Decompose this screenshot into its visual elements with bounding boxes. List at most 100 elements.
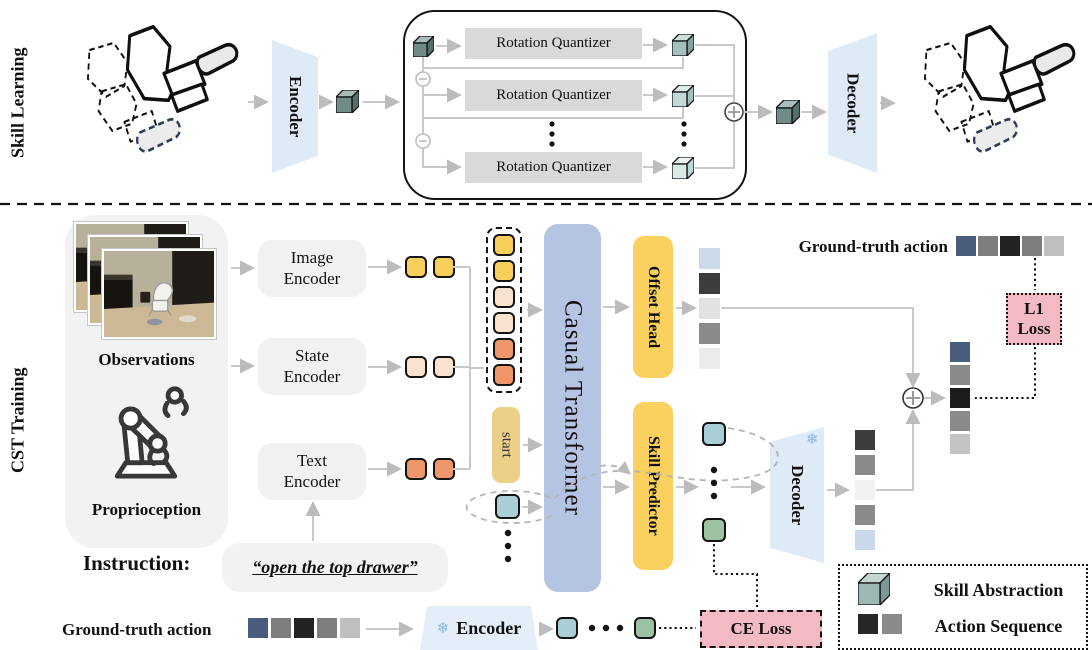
token-stack [486,227,522,393]
text-token [405,458,427,480]
robot-arm-icon [114,386,189,479]
start-token-label: start [498,432,515,458]
frozen-decoder-label: Decoder [788,464,807,526]
decoder-output-square [855,530,875,550]
encoded-skill-token-n [634,617,656,639]
legend-action-sequence-label: Action Sequence [934,616,1063,636]
predicted-action-square [950,365,970,385]
decoder-output-square [855,505,875,525]
offset-output-square [699,323,720,344]
sequence-token [493,234,515,256]
image-encoder-block: Image Encoder [258,240,366,297]
decoder-output-square [855,480,875,500]
text-token [433,458,455,480]
ce-loss-block: CE Loss [700,610,822,648]
skill-abstraction-cube-icon [856,571,892,610]
skill-input-token [495,494,520,519]
ground-truth-square [271,618,291,638]
snowflake-icon: ❄ [436,619,450,637]
decoder-output-square [855,455,875,475]
state-token [433,356,455,378]
frozen-encoder-block: ❄ Encoder [420,606,538,650]
image-token-row [405,256,455,278]
decoder-output-square [855,430,875,450]
state-token [405,356,427,378]
predicted-action-column [950,342,970,454]
ground-truth-bottom-label: Ground-truth action [62,620,212,639]
gripper-sketch-left [87,24,239,153]
cst-training-section-label: CST Training [7,367,28,473]
ground-truth-square [1022,236,1042,256]
casual-transformer-label: Casual Transformer [559,300,587,516]
quantized-cube-1-icon [670,32,696,61]
instruction-label: Instruction: [83,551,191,575]
text-encoder-block: Text Encoder [258,443,366,500]
frozen-decoder-block: Decoder [770,427,824,563]
ground-truth-square [1044,236,1064,256]
predicted-action-square [950,434,970,454]
ground-truth-square [317,618,337,638]
ground-truth-square [956,236,976,256]
l1-loss-block: L1 Loss [1006,293,1062,345]
encoded-skill-token-1 [556,617,578,639]
offset-head-label: Offset Head [645,265,662,349]
ground-truth-square [294,618,314,638]
predicted-skill-token-1 [702,422,726,446]
start-token: start [492,407,520,483]
image-token [433,256,455,278]
offset-output-square [699,298,720,319]
predicted-skill-token-n [702,518,726,542]
legend-action-square [882,614,902,634]
sequence-token [493,260,515,282]
sequence-token [493,312,515,334]
skill-decoder-label: Decoder [843,72,863,134]
offset-output-square [699,348,720,369]
ground-truth-square [340,618,360,638]
skill-latent-cube-icon [334,88,361,118]
frozen-encoder-label: Encoder [456,617,522,638]
quantized-cube-2-icon [670,83,696,112]
instruction-text: “open the top drawer” [252,557,418,577]
observations-label: Observations [98,350,195,369]
offset-output-square [699,248,720,269]
ground-truth-top-row [956,236,1064,256]
proprioception-label: Proprioception [91,500,202,519]
offset-output-column [699,248,720,369]
state-token-row [405,356,455,378]
quantized-cube-3-icon [670,155,696,184]
summed-skill-cube-icon [774,98,802,129]
snowflake-icon: ❄ [806,430,819,448]
casual-transformer-block: Casual Transformer [544,224,601,592]
skill-encoder-block: Encoder [272,40,318,173]
ground-truth-square [1000,236,1020,256]
ground-truth-top-label: Ground-truth action [798,237,948,256]
decoder-output-column [855,430,875,550]
predicted-action-square [950,411,970,431]
legend-action-squares [858,614,902,634]
sequence-token [493,364,515,386]
skill-encoder-label: Encoder [286,75,305,138]
ground-truth-square [978,236,998,256]
image-token [405,256,427,278]
ground-truth-square [248,618,268,638]
gripper-sketch-right [924,24,1076,153]
rotation-quantizer-3: Rotation Quantizer [465,152,642,183]
legend-box: Skill Abstraction Action Sequence [838,564,1088,650]
instruction-box: “open the top drawer” [222,543,448,592]
ground-truth-bottom-row [248,618,360,638]
legend-skill-abstraction-label: Skill Abstraction [933,580,1064,600]
skill-predictor-block: Skill Predictor [633,402,673,570]
offset-head-block: Offset Head [633,236,673,378]
predicted-action-square [950,342,970,362]
sequence-token [493,286,515,308]
rotation-quantizer-2: Rotation Quantizer [465,80,642,111]
quantizer-input-cube-icon [411,34,436,62]
offset-output-square [699,273,720,294]
observation-image-1 [101,248,217,340]
skill-decoder-block: Decoder [828,33,877,173]
predicted-action-square [950,388,970,408]
text-token-row [405,458,455,480]
sequence-token [493,338,515,360]
rotation-quantizer-1: Rotation Quantizer [465,28,642,59]
legend-action-square [858,614,878,634]
